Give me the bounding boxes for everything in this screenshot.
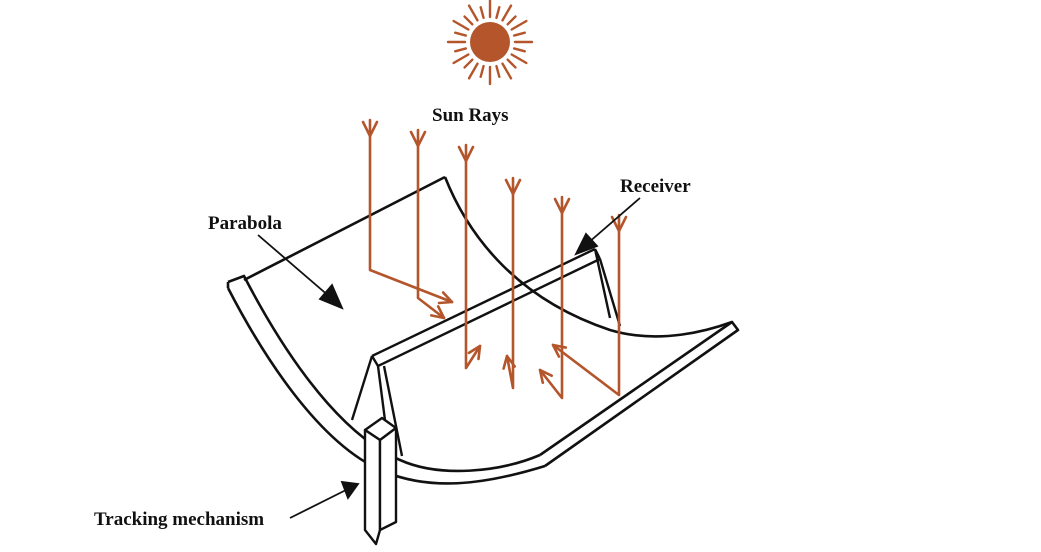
- sun-ray-arrowhead: [409, 130, 427, 148]
- sun-ray-line: [463, 58, 474, 69]
- sun-ray-line: [506, 15, 517, 26]
- sun-ray-line: [479, 64, 485, 78]
- sun-rays-label: Sun Rays: [432, 105, 509, 126]
- sun-ray-arrowhead: [610, 215, 628, 233]
- pointer-arrows: [257, 197, 641, 519]
- reflected-ray-arrowhead: [429, 305, 446, 320]
- sun-ray-line: [467, 62, 479, 80]
- sun-ray-arrowhead: [361, 120, 379, 138]
- sun-ray-arrow: [416, 128, 446, 320]
- sun-ray-line: [510, 53, 528, 65]
- sun-ray-line: [501, 4, 513, 22]
- sun-ray-arrow: [505, 176, 515, 390]
- sun-ray-line: [479, 6, 485, 20]
- sun-ray-line: [495, 6, 501, 20]
- sun-ray-arrow: [551, 213, 621, 397]
- sun-ray-line: [506, 58, 517, 69]
- sun-ray-line: [452, 19, 470, 31]
- sun-ray-arrow: [464, 143, 482, 370]
- tracking-mechanism-label: Tracking mechanism: [94, 509, 264, 530]
- sun-ray-line: [463, 15, 474, 26]
- sun-ray-line: [454, 31, 468, 37]
- tracking-post: [363, 416, 398, 546]
- sun-ray-line: [454, 47, 468, 53]
- reflected-ray-arrowhead: [467, 344, 482, 361]
- receiver-label: Receiver: [620, 176, 691, 197]
- sun-ray-arrowhead: [457, 145, 475, 163]
- sun-ray-line: [467, 4, 479, 22]
- reflected-ray-arrowhead: [538, 368, 553, 384]
- parabola-trough: [226, 175, 740, 485]
- sun-icon: [446, 0, 534, 86]
- sun-ray-line: [512, 31, 526, 37]
- sun-ray-line: [512, 47, 526, 53]
- reflected-ray-arrowhead: [551, 343, 568, 358]
- sun-ray-arrowhead: [504, 178, 522, 196]
- sun-ray-arrowhead: [553, 197, 571, 215]
- sun-ray-line: [510, 19, 528, 31]
- sun-ray-arrow: [368, 118, 454, 304]
- reflected-ray-arrowhead: [437, 291, 454, 305]
- parabola-label: Parabola: [208, 213, 282, 234]
- reflected-ray-arrowhead: [502, 354, 517, 370]
- sun-ray-arrow: [538, 195, 564, 400]
- sun-ray-arrows: [361, 118, 628, 400]
- sun-ray-line: [501, 62, 513, 80]
- sun-ray-line: [495, 64, 501, 78]
- sun-ray-line: [452, 53, 470, 65]
